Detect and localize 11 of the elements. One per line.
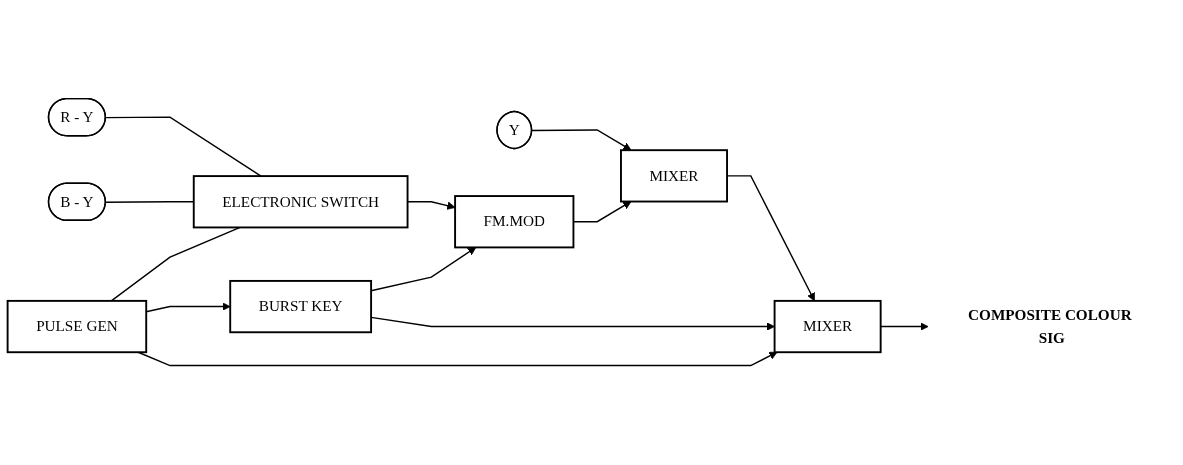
arrow	[137, 351, 778, 367]
connector	[105, 116, 262, 178]
node-box: PULSE GEN	[6, 300, 148, 354]
node-box: FM.MOD	[454, 195, 575, 249]
connector	[110, 227, 241, 302]
node-box: BURST KEY	[229, 280, 373, 334]
node-box: MIXER	[773, 300, 882, 354]
node-text: COMPOSITE COLOUR SIG	[968, 307, 1132, 346]
arrow	[531, 129, 632, 151]
node-box: MIXER	[620, 149, 728, 203]
node-box: ELECTRONIC SWITCH	[192, 175, 409, 229]
